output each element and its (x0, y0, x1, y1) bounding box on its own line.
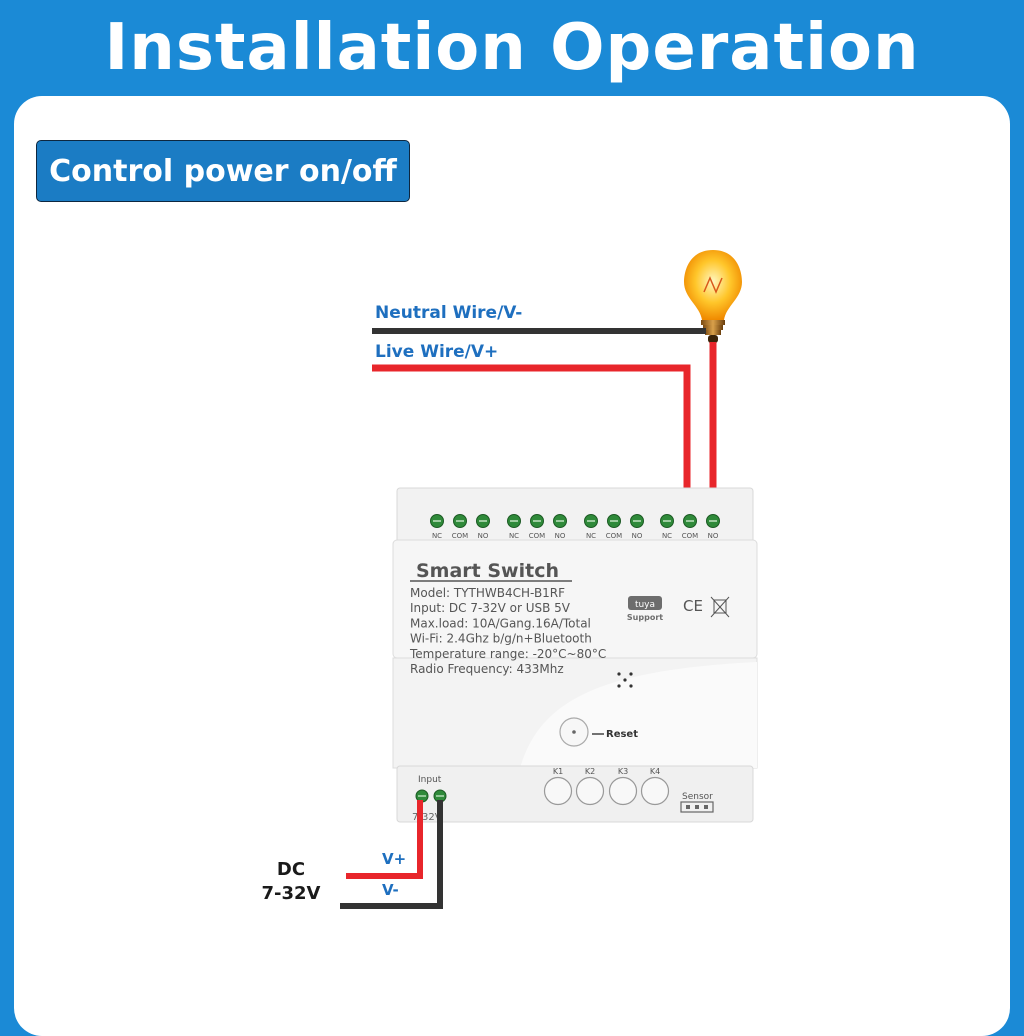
neutral-wire-label: Neutral Wire/V- (375, 303, 522, 323)
terminal-label: NC (662, 532, 672, 540)
terminal-label: NO (708, 532, 719, 540)
page-title: Installation Operation (104, 11, 920, 85)
channel-button-label: K2 (585, 767, 595, 776)
terminal-label: COM (682, 532, 698, 540)
svg-text:Support: Support (627, 613, 663, 622)
terminal-label: NC (509, 532, 519, 540)
terminal-label: COM (529, 532, 545, 540)
sensor-port (680, 801, 714, 813)
live-wire (372, 364, 691, 518)
smart-switch-device (392, 487, 758, 823)
terminal-block: NC COM NO NC COM NO NC COM NO NC COM NO (430, 514, 720, 540)
channel-button-k4[interactable] (640, 776, 670, 806)
terminal-label: NO (555, 532, 566, 540)
terminal-label: NC (586, 532, 596, 540)
light-bulb-icon (684, 250, 742, 343)
channel-button-k2[interactable] (575, 776, 605, 806)
spec-line: Max.load: 10A/Gang.16A/Total (410, 616, 591, 630)
dc-voltage-label: 7-32V (262, 883, 321, 904)
spec-line: Model: TYTHWB4CH-B1RF (410, 586, 565, 600)
spec-line: Input: DC 7-32V or USB 5V (410, 601, 571, 615)
terminal-label: NC (432, 532, 442, 540)
channel-button-label: K1 (553, 767, 563, 776)
input-terminals (415, 789, 447, 803)
channel-button-label: K3 (618, 767, 628, 776)
section-badge: Control power on/off (36, 140, 410, 202)
terminal-label: COM (606, 532, 622, 540)
sensor-label: Sensor (682, 792, 713, 802)
vplus-label: V+ (382, 850, 406, 868)
spec-line: Temperature range: -20°C~80°C (409, 647, 606, 661)
terminal-label: NO (632, 532, 643, 540)
terminal-label: NO (478, 532, 489, 540)
weee-bin-icon (710, 596, 730, 618)
ce-mark: CE (683, 597, 703, 615)
channel-button-k1[interactable] (543, 776, 573, 806)
spec-line: Radio Frequency: 433Mhz (410, 662, 564, 676)
dc-label: DC (277, 859, 305, 880)
tuya-logo-icon: tuya Support (627, 596, 663, 622)
dc-vminus-wire (340, 800, 443, 909)
terminal-label: COM (452, 532, 468, 540)
device-name: Smart Switch (416, 560, 559, 582)
channel-button-label: K4 (650, 767, 660, 776)
input-label: Input (418, 775, 442, 785)
reset-label: Reset (606, 729, 638, 740)
dc-vplus-wire (346, 800, 423, 879)
channel-buttons: K1 K2 K3 K4 (543, 767, 670, 806)
input-voltage-label: 7-32V (412, 812, 442, 823)
indicator-holes (617, 672, 633, 688)
svg-text:tuya: tuya (635, 600, 655, 610)
vminus-label: V- (382, 881, 399, 899)
live-wire-label: Live Wire/V+ (375, 342, 498, 362)
spec-line: Wi-Fi: 2.4Ghz b/g/n+Bluetooth (410, 632, 592, 646)
channel-button-k3[interactable] (608, 776, 638, 806)
